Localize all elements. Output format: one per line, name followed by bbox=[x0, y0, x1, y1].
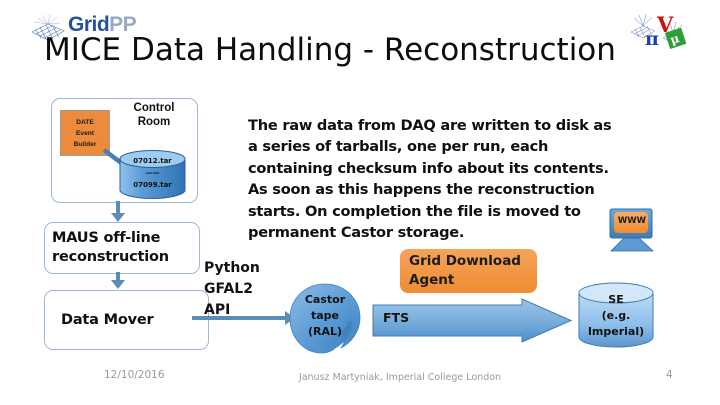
tarball-line3: 07099.tar bbox=[133, 181, 172, 189]
gridpp-wordmark: GridPP bbox=[68, 13, 137, 37]
www-monitor-icon bbox=[609, 208, 655, 252]
se-line3: Imperial) bbox=[587, 325, 645, 338]
date-box-line3: Builder bbox=[73, 140, 97, 148]
www-label: WWW bbox=[617, 216, 647, 226]
arrowhead-maus-to-datamover bbox=[111, 280, 125, 289]
date-event-builder-box: DATE Event Builder bbox=[60, 110, 110, 156]
tarball-line1: 07012.tar bbox=[133, 157, 172, 165]
footer-date: 12/10/2016 bbox=[104, 369, 165, 381]
gridpp-mark-icon bbox=[31, 14, 65, 41]
footer-page-number: 4 bbox=[666, 369, 673, 381]
se-cylinder-label: SE (e.g. Imperial) bbox=[578, 292, 654, 340]
se-line2: (e.g. bbox=[601, 309, 631, 322]
castor-line2: tape bbox=[310, 309, 339, 322]
footer-author: Janusz Martyniak, Imperial College Londo… bbox=[298, 372, 502, 383]
date-box-line2: Event bbox=[76, 129, 94, 137]
castor-tape-shape-icon bbox=[289, 283, 361, 354]
svg-text:π: π bbox=[645, 28, 659, 50]
control-room-label: Control Room bbox=[114, 101, 194, 129]
gfal-line3: API bbox=[204, 302, 231, 318]
mice-logo-icon: π V μ bbox=[630, 12, 687, 50]
tarball-line2: —— bbox=[145, 169, 160, 177]
arrowhead-controlroom-to-maus bbox=[111, 213, 125, 222]
grid-download-agent-box: Grid Download Agent bbox=[400, 249, 537, 293]
castor-line3: (RAL) bbox=[307, 325, 343, 338]
control-room-label-line1: Control bbox=[133, 102, 175, 114]
gda-line1: Grid Download bbox=[409, 253, 521, 269]
tarball-storage-cylinder-icon bbox=[119, 150, 186, 199]
date-box-line1: DATE bbox=[76, 118, 94, 126]
page-title: MICE Data Handling - Reconstruction bbox=[44, 32, 616, 68]
data-mover-box: Data Mover bbox=[44, 290, 209, 350]
maus-box-label: MAUS off-line reconstruction bbox=[52, 230, 169, 265]
connector-maus-to-datamover bbox=[116, 272, 120, 281]
control-room-label-line2: Room bbox=[137, 116, 171, 128]
castor-line1: Castor bbox=[304, 293, 346, 306]
gridpp-logo: GridPP bbox=[28, 12, 168, 46]
gfal-line1: Python bbox=[204, 260, 260, 276]
gfal-line2: GFAL2 bbox=[204, 281, 253, 297]
svg-text:V: V bbox=[656, 12, 674, 37]
description-paragraph: The raw data from DAQ are written to dis… bbox=[248, 117, 612, 242]
se-storage-cylinder-icon bbox=[578, 282, 654, 348]
connector-datamover-to-castor bbox=[192, 316, 288, 320]
gridpp-word-grid: Grid bbox=[68, 13, 110, 36]
gridpp-word-pp: PP bbox=[109, 13, 137, 36]
gda-line2: Agent bbox=[409, 272, 455, 288]
castor-tape-label: Castor tape (RAL) bbox=[293, 292, 357, 340]
connector-controlroom-to-maus bbox=[116, 201, 120, 215]
data-mover-box-label: Data Mover bbox=[61, 311, 154, 328]
tarball-cylinder-label: 07012.tar —— 07099.tar bbox=[119, 155, 186, 191]
python-gfal2-api-label: Python GFAL2 API bbox=[204, 258, 274, 321]
fts-label: FTS bbox=[383, 310, 410, 325]
se-line1: SE bbox=[608, 293, 624, 306]
fts-transfer-arrow bbox=[372, 298, 572, 343]
maus-reconstruction-box: MAUS off-line reconstruction bbox=[44, 222, 200, 274]
